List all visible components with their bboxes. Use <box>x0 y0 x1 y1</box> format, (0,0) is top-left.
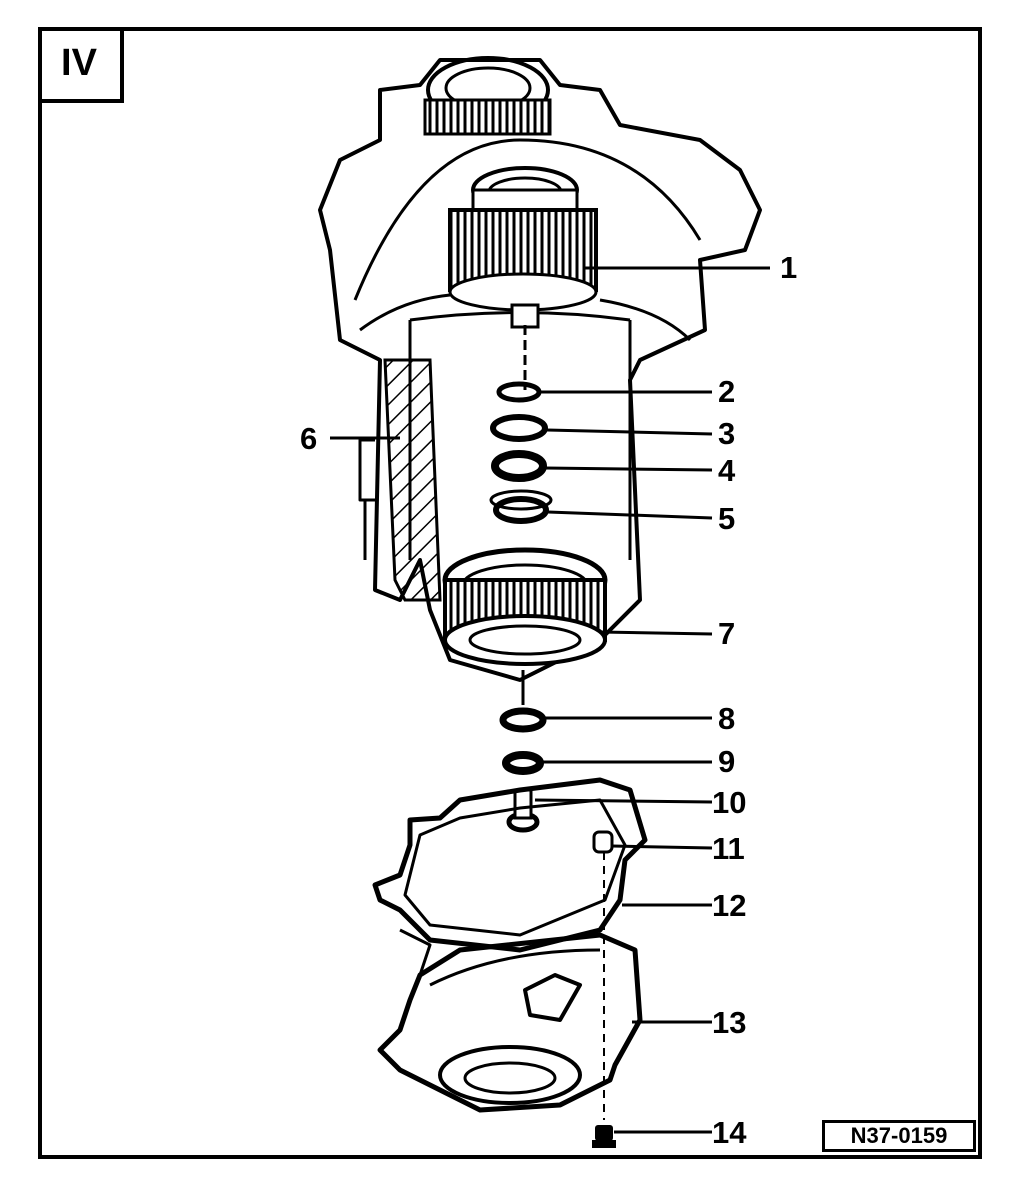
part-5-thrust-washer <box>489 489 553 524</box>
part-8-washer <box>499 707 547 733</box>
callout-1: 1 <box>780 250 798 285</box>
leader-lines <box>330 266 770 1134</box>
housing-top-gear <box>423 56 552 136</box>
part-1-drive-gear <box>448 166 598 329</box>
reference-code: N37-0159 <box>822 1120 976 1152</box>
callout-11: 11 <box>712 831 745 866</box>
transmission-housing <box>318 58 762 682</box>
diagram-frame <box>38 27 982 1159</box>
callout-14: 14 <box>712 1115 747 1150</box>
callout-4: 4 <box>718 453 736 488</box>
part-9-seal-ring <box>502 751 544 775</box>
part-3-shim <box>490 414 548 442</box>
part-7-ring-gear <box>442 547 608 666</box>
callout-13: 13 <box>712 1005 747 1040</box>
callout-3: 3 <box>718 416 736 451</box>
section-label: IV <box>38 27 124 103</box>
callout-12: 12 <box>712 888 747 923</box>
callout-10: 10 <box>712 785 747 820</box>
callout-2: 2 <box>718 374 736 409</box>
part-11-dowel-pin <box>592 830 614 1120</box>
part-4-bearing-race <box>491 450 547 482</box>
part-13-cover <box>377 928 643 1113</box>
callout-7: 7 <box>718 616 736 651</box>
part-2-circlip <box>496 381 542 403</box>
callout-9: 9 <box>718 744 736 779</box>
callout-8: 8 <box>718 701 736 736</box>
part-14-bolt <box>592 1125 616 1148</box>
callout-6: 6 <box>300 421 318 456</box>
callout-5: 5 <box>718 501 736 536</box>
part-10-bushing <box>506 788 540 833</box>
part-12-gasket <box>372 777 648 953</box>
